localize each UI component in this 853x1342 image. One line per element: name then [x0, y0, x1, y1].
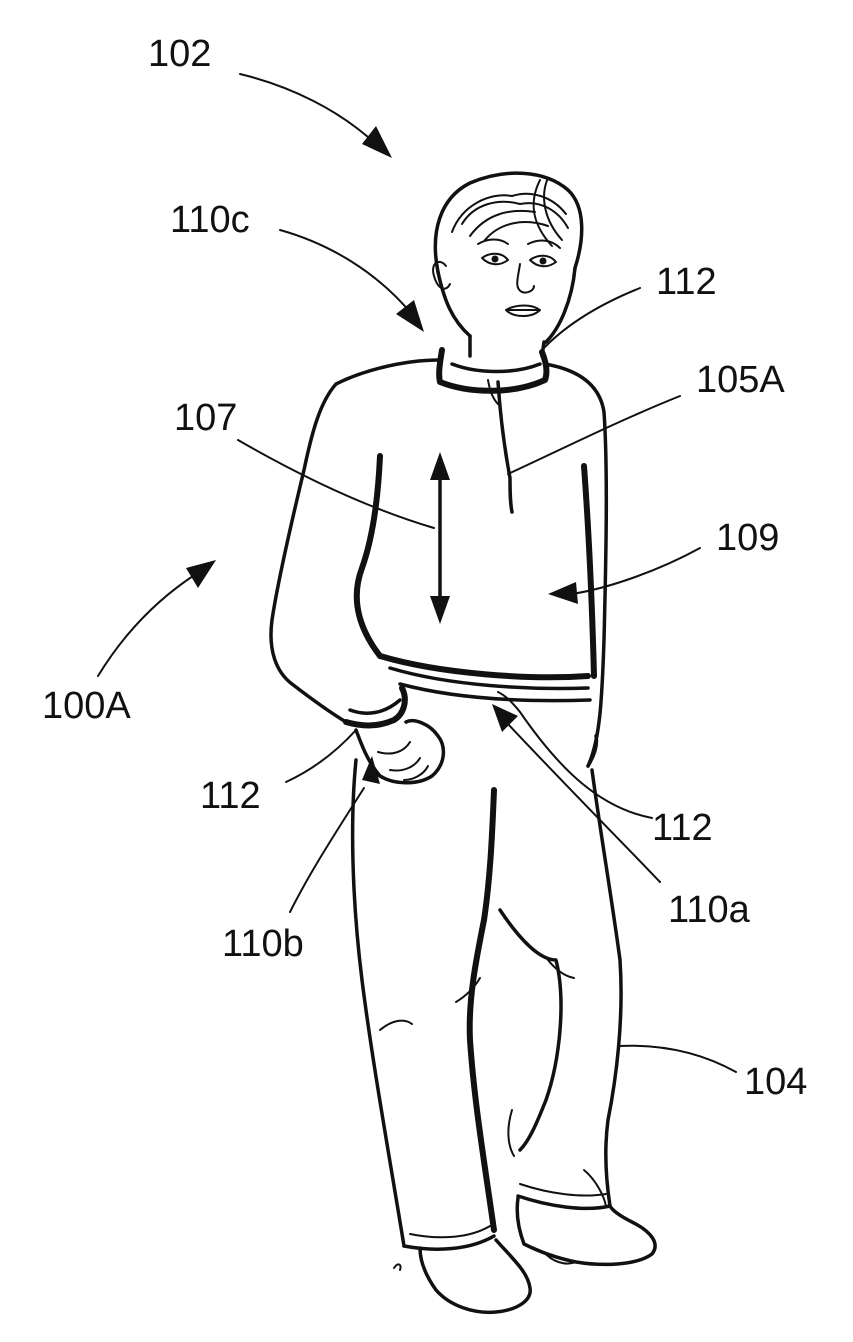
zipper-tab: [487, 379, 499, 405]
label-105A: 105A: [696, 359, 785, 401]
shirt: [269, 358, 609, 768]
label-102: 102: [148, 33, 211, 75]
shoes: [393, 1196, 657, 1315]
arrowhead-110c: [396, 300, 424, 332]
label-110c: 110c: [170, 199, 250, 241]
leader-110b: [289, 787, 365, 913]
collar-band: [436, 347, 550, 394]
reference-labels: 102 110c 112 105A 107 109 100A 112 112 1…: [42, 33, 807, 1103]
arrowhead-110a: [492, 704, 518, 732]
label-109: 109: [716, 517, 779, 559]
label-112-waist: 112: [652, 807, 713, 849]
leader-109: [571, 547, 701, 595]
leader-112-cuff: [285, 729, 357, 783]
arrowhead-109: [548, 582, 578, 604]
zipper: [496, 380, 514, 514]
hair: [433, 171, 584, 274]
leader-lines: [97, 73, 737, 1073]
leader-110a: [507, 723, 661, 883]
label-104: 104: [744, 1061, 807, 1103]
label-107: 107: [174, 397, 237, 439]
arrowhead-110b: [362, 756, 380, 784]
pants: [350, 758, 623, 1251]
leader-112-waist: [497, 691, 653, 819]
arrowhead-100A: [186, 560, 216, 588]
leader-110c: [279, 229, 411, 313]
leader-102: [239, 73, 379, 147]
leader-104: [617, 1044, 737, 1073]
label-110b: 110b: [222, 923, 304, 965]
label-100A: 100A: [42, 685, 131, 727]
arrowhead-102: [362, 126, 392, 158]
leader-100A: [97, 573, 197, 677]
neck: [468, 334, 546, 358]
face: [432, 238, 577, 344]
stretch-arrow-107: [430, 452, 450, 624]
person-figure: [269, 171, 657, 1315]
label-112-neck: 112: [656, 261, 717, 303]
leader-107: [237, 439, 435, 529]
leader-112-neck: [539, 287, 641, 353]
cuff-and-hand: [343, 685, 446, 785]
leader-105A: [507, 395, 681, 475]
label-112-cuff: 112: [200, 775, 261, 817]
label-110a: 110a: [668, 889, 751, 931]
